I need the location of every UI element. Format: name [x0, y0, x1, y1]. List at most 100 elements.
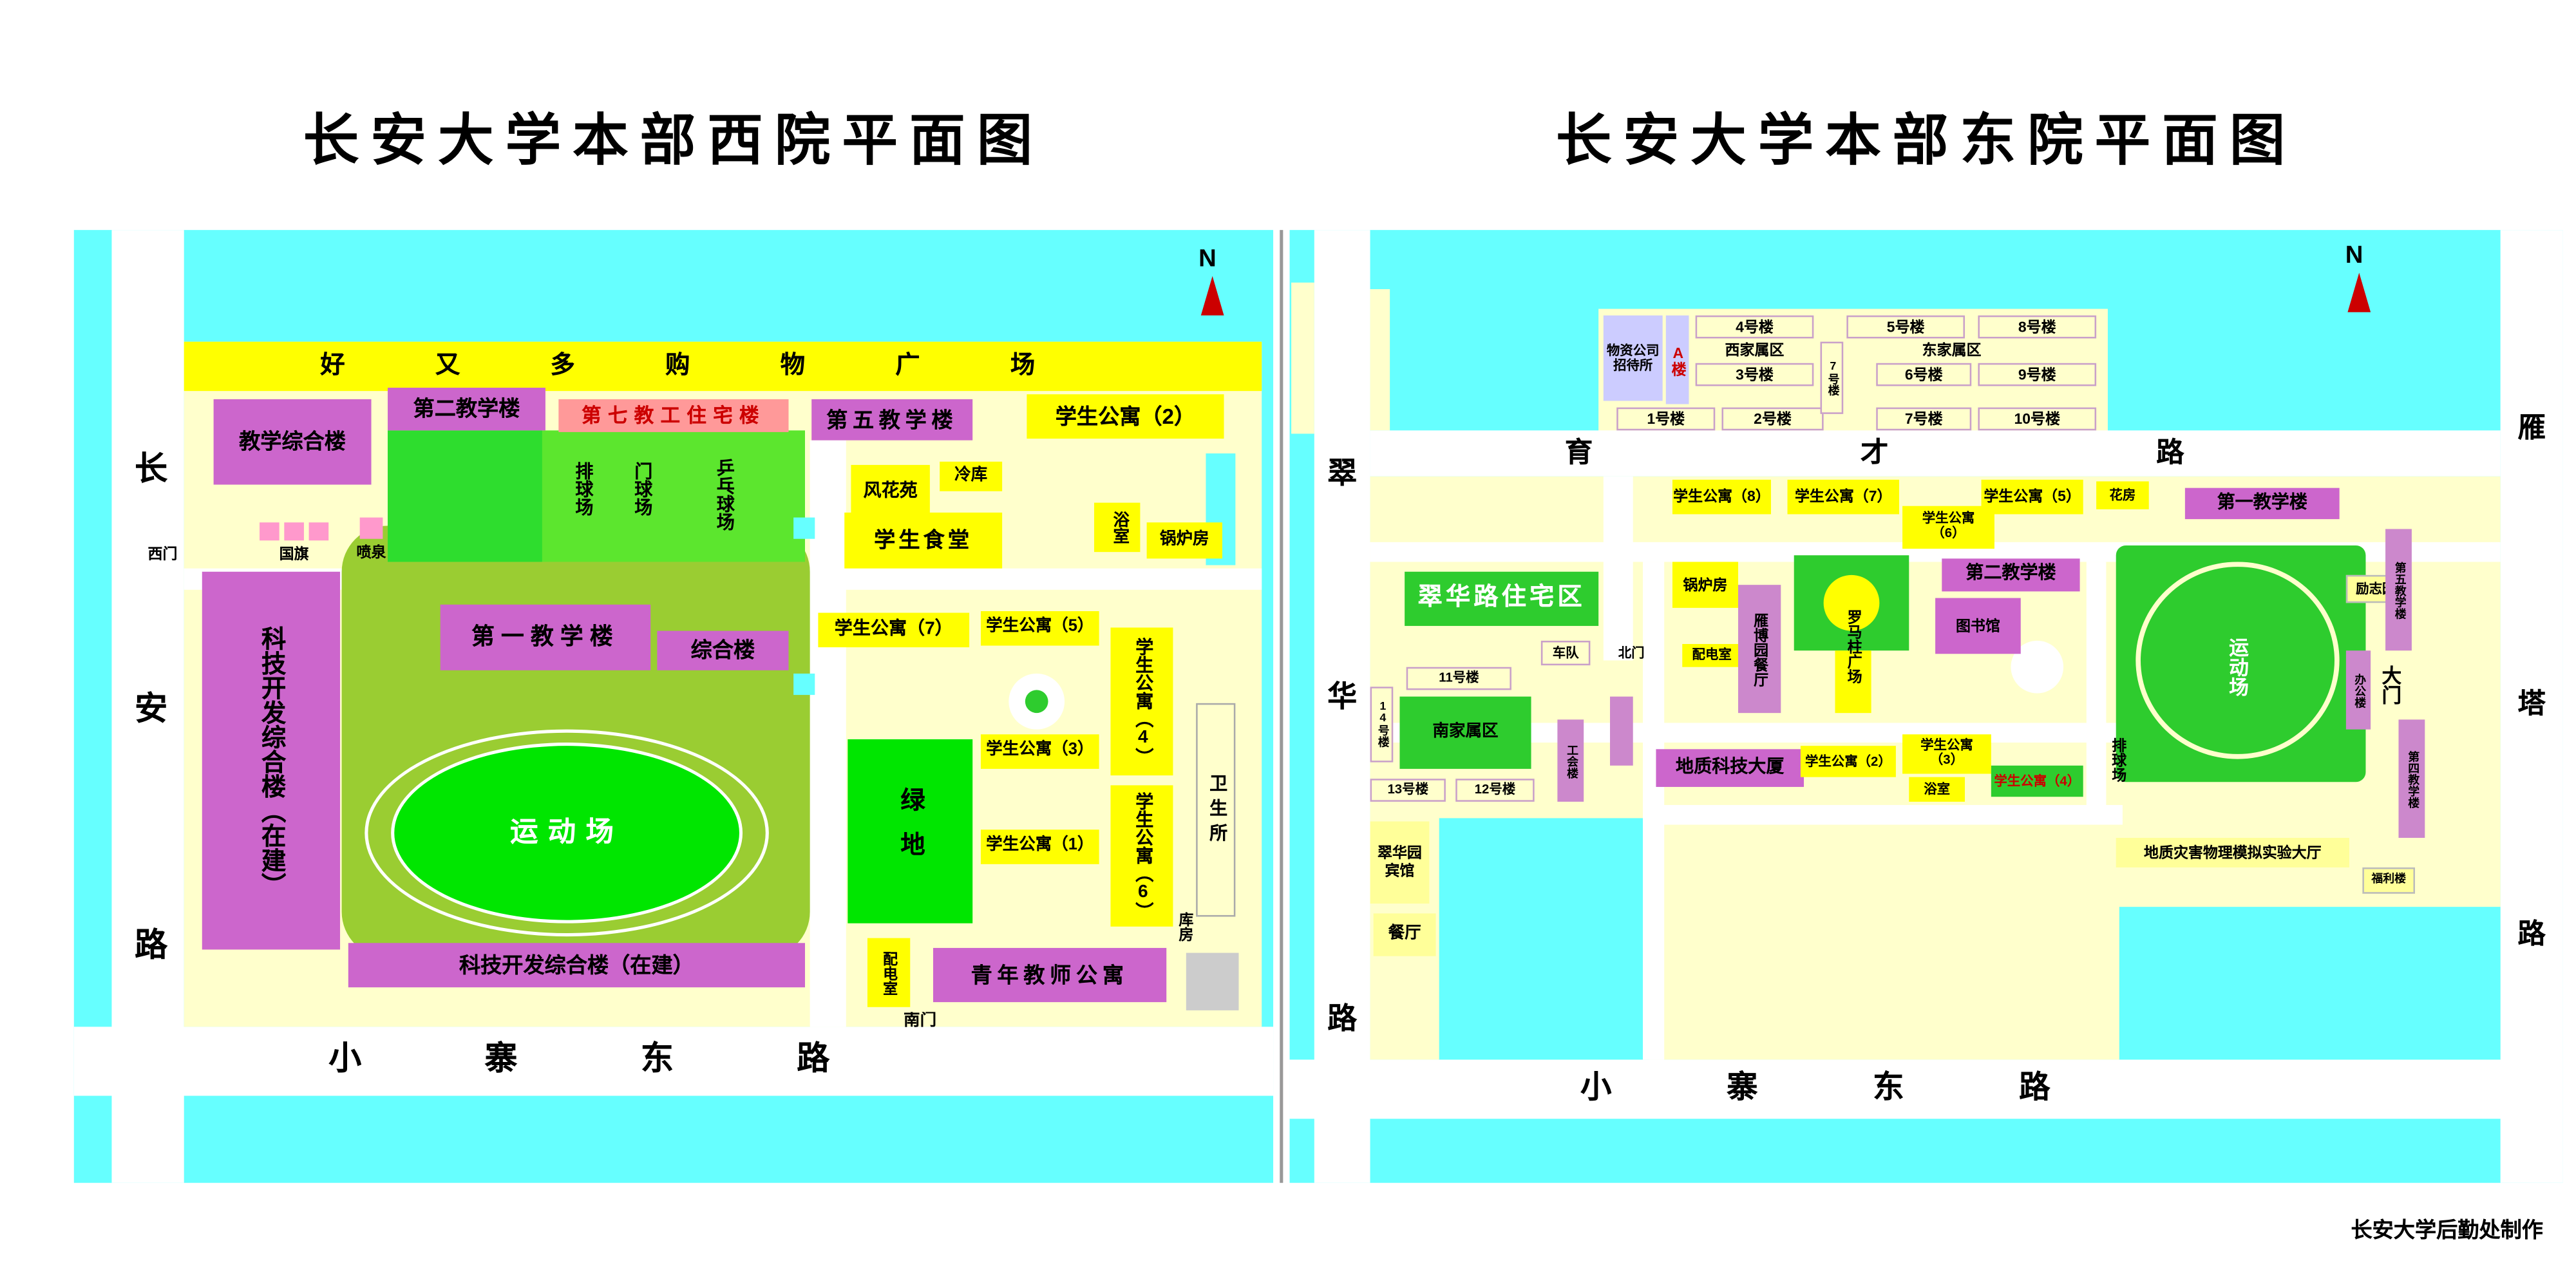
flag-block-2 [284, 522, 304, 541]
label-dongjiashuqu: 东家属区 [1922, 341, 1982, 359]
bldg-fenghuayuan: 风花苑 [851, 464, 930, 521]
bldg-7hao-v: 7号楼 [1820, 341, 1844, 414]
label-luomazhu-guangchang: 罗马柱广场 [1846, 609, 1862, 683]
compass-arrow-w [1200, 276, 1224, 316]
yucai-road-label-3: 路 [2156, 436, 2184, 468]
bldg-e-di2-jiaoxuelou: 第二教学楼 [1942, 558, 2080, 592]
label-damen: 大门 [2379, 665, 2403, 705]
cuihua-road [1314, 230, 1370, 1183]
bldg-fuli: 福利楼 [2362, 867, 2415, 894]
cyan-block-1 [793, 517, 815, 539]
cuihua-road-label-3: 路 [1327, 1002, 1358, 1036]
label-xijiashuqu: 西家属区 [1725, 341, 1785, 359]
yanta-road-label-3: 路 [2517, 918, 2546, 949]
cyan-notch-se [2119, 907, 2501, 1060]
bldg-7hao: 7号楼 [1876, 407, 1972, 431]
road-internal-v [810, 440, 846, 1027]
yanta-road-label-2: 塔 [2517, 687, 2546, 719]
label-beimen: 北门 [1618, 645, 1645, 660]
bldg-qingnian-jiaoshi-gongyu: 青年教师公寓 [933, 947, 1167, 1003]
bldg-yushi-w: 浴室 [1094, 502, 1141, 553]
east-h-road-3 [1643, 804, 2123, 825]
yucai-road-label-2: 才 [1861, 436, 1889, 468]
bldg-yanboyuan-canting: 雁博园餐厅 [1738, 585, 1781, 714]
flag-block-1 [260, 522, 279, 541]
bldg-8hao: 8号楼 [1978, 315, 2097, 339]
changan-road [111, 230, 184, 1183]
bldg-4hao: 4号楼 [1695, 315, 1814, 339]
bldg-e-di1-jiaoxuelou: 第一教学楼 [2184, 488, 2340, 520]
dorm-w1: 学生公寓（1） [980, 829, 1099, 864]
garden-circle [1823, 574, 1880, 631]
bldg-a-lou: A楼 [1665, 315, 1689, 404]
label-nanmen: 南门 [904, 1012, 937, 1031]
label-ximen: 西门 [147, 545, 178, 562]
label-yundongchang-e: 运动场 [2226, 637, 2250, 697]
flag-block-3 [308, 522, 329, 541]
bldg-di5-jiaoxuelou: 第五教学楼 [811, 399, 973, 440]
nan-jiashuqu: 南家属区 [1399, 696, 1531, 769]
bldg-wuzi-gongsi-zhaodaisuo: 物资公司 招待所 [1603, 315, 1663, 401]
bldg-11hao: 11号楼 [1406, 667, 1511, 690]
yucai-road [1370, 430, 2501, 477]
label-guoqi: 国旗 [279, 544, 309, 562]
xiaozhai-road-west [73, 1027, 1274, 1096]
cyan-block-2 [793, 673, 815, 696]
dorm-e3: 学生公寓 （3） [1902, 734, 1991, 774]
stadium-field: 运动场 [391, 743, 743, 923]
east-map-title: 长安大学本部东院平面图 [1555, 111, 2297, 173]
bldg-e-di5-jiaoxuelou: 第五教学楼 [2385, 529, 2412, 651]
green-space: 绿地 [848, 739, 973, 923]
north-gate-road [1603, 476, 1633, 661]
bldg-weishengsuo: 卫生所 [1196, 703, 1236, 917]
bldg-gonghui: 工会楼 [1557, 719, 1584, 802]
court-square [388, 430, 542, 562]
bldg-keji-kaifa-zonghelou-v: 科技开发综合楼（在建） [202, 571, 341, 950]
court-label-pingpangqiuchang: 乒乓球场 [714, 458, 734, 531]
bldg-jiaoxue-zonghelou: 教学综合楼 [213, 399, 372, 485]
bldg-yushi-e: 浴室 [1909, 777, 1965, 802]
west-map-title: 长安大学本部西院平面图 [303, 111, 1045, 173]
map-divider [1280, 230, 1283, 1183]
changan-road-label-3: 路 [135, 927, 168, 964]
bldg-guolufang-e: 锅炉房 [1672, 562, 1738, 608]
bldg-1hao: 1号楼 [1616, 407, 1716, 431]
xiaozhai-road-label-w: 小寨东路 [328, 1041, 953, 1077]
bldg-tushuguan: 图书馆 [1935, 598, 2021, 654]
yucai-road-label-1: 育 [1564, 436, 1593, 468]
credit-text: 长安大学后勤处制作 [2351, 1217, 2543, 1242]
dorm-w7: 学生公寓（7） [818, 612, 970, 648]
dorm-e2: 学生公寓（2） [1800, 746, 1896, 777]
dorm-w3: 学生公寓（3） [980, 734, 1099, 769]
bldg-peidianshi-w: 配电室 [867, 938, 911, 1007]
dorm-e4: 学生公寓（4） [1991, 765, 2083, 797]
dorm-e8: 学生公寓（8） [1672, 479, 1771, 515]
bldg-cuihuayuan-binguan: 翠华园 宾馆 [1370, 821, 1430, 904]
label-kufang: 库房 [1177, 911, 1194, 942]
cream-topleft-b [1370, 289, 1390, 431]
cyan-notch-sw [1439, 818, 1650, 1060]
bldg-5hao: 5号楼 [1846, 315, 1965, 339]
bldg-13hao: 13号楼 [1370, 779, 1446, 802]
court-label-paiqiuchang: 排球场 [573, 460, 593, 515]
penquan-block [359, 517, 383, 539]
compass-north-label-w: N [1198, 246, 1217, 273]
bldg-e-di4-jiaoxuelou: 第四教学楼 [2398, 719, 2425, 838]
yanta-road [2500, 230, 2563, 1183]
cream-topleft-a [1291, 282, 1314, 434]
dorm-e7: 学生公寓（7） [1787, 479, 1899, 515]
lavender-block [1609, 696, 1633, 766]
track-east [2136, 562, 2340, 759]
bldg-canting: 餐厅 [1373, 913, 1436, 956]
gray-block [1186, 952, 1239, 1010]
shopping-plaza-strip: 好又多购物广场 [184, 341, 1262, 392]
bldg-10hao: 10号楼 [1978, 407, 2097, 431]
xiaozhai-road-east [1289, 1059, 2563, 1119]
bldg-14hao: 14号楼 [1370, 687, 1394, 762]
bldg-zonghelou: 综合楼 [657, 630, 789, 670]
compass-north-label-e: N [2345, 243, 2363, 270]
yanta-road-label-1: 雁 [2517, 412, 2546, 443]
compass-arrow-e [2347, 272, 2371, 312]
bldg-bangonglou: 办公楼 [2345, 650, 2371, 730]
